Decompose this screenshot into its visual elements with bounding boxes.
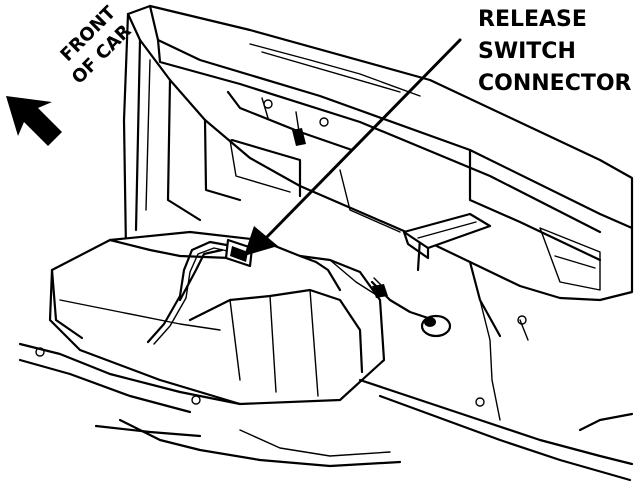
floor-rails bbox=[18, 299, 634, 482]
floor-console bbox=[48, 230, 386, 406]
release-switch-connector bbox=[224, 238, 254, 268]
callout-line-3: CONNECTOR bbox=[478, 71, 632, 96]
front-of-car-indicator: FRONT OF CAR bbox=[6, 2, 136, 146]
callout-line-2: SWITCH bbox=[478, 39, 576, 64]
callout-line-1: RELEASE bbox=[478, 7, 587, 32]
instrument-panel bbox=[126, 4, 634, 302]
callout-label: RELEASE SWITCH CONNECTOR bbox=[478, 7, 632, 96]
wire-harness bbox=[146, 240, 234, 345]
arrow-left-down-icon bbox=[6, 96, 62, 146]
callout-leader-arrow bbox=[244, 38, 462, 256]
release-switch bbox=[370, 277, 452, 338]
release-switch-bracket bbox=[402, 212, 492, 260]
